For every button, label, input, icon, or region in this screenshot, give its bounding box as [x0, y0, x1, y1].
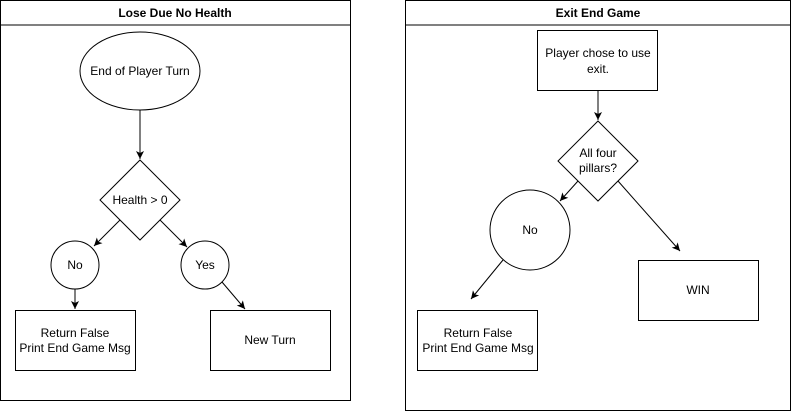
pillars-decision-line1: All four — [579, 146, 616, 160]
left-return-false-line2: Print End Game Msg — [19, 341, 130, 355]
edge-pillars-to-win — [617, 180, 681, 252]
left-return-false-line1: Return False — [41, 326, 110, 340]
right-return-false-line2: Print End Game Msg — [422, 341, 533, 355]
right-panel-title: Exit End Game — [556, 6, 641, 20]
left-yes-node — [180, 240, 230, 290]
edge-pillars-to-no — [559, 180, 579, 202]
new-turn-node — [210, 310, 331, 371]
edge-health-to-no — [93, 219, 121, 247]
end-of-player-turn-label: End of Player Turn — [90, 64, 189, 78]
edge-health-to-yes — [159, 219, 188, 248]
left-panel: Lose Due No Health End of Player Turn He… — [0, 0, 351, 401]
left-return-false-node — [15, 310, 136, 371]
right-no-label: No — [522, 223, 538, 237]
left-panel-title: Lose Due No Health — [118, 6, 231, 20]
player-chose-exit-node — [537, 30, 658, 91]
right-return-false-node — [417, 310, 538, 371]
pillars-decision-line2: pillars? — [579, 161, 617, 175]
right-panel: Exit End Game Player chose to use exit. … — [405, 0, 791, 411]
win-node — [638, 260, 759, 321]
new-turn-label: New Turn — [244, 333, 295, 347]
left-yes-label: Yes — [195, 258, 215, 272]
edge-no-to-return-false-right — [470, 259, 504, 300]
right-no-node — [489, 189, 571, 271]
right-return-false-line1: Return False — [444, 326, 513, 340]
win-label: WIN — [686, 283, 709, 297]
player-chose-exit-line2: exit. — [587, 62, 609, 76]
health-decision-label: Health > 0 — [112, 193, 167, 207]
edge-yes-to-new-turn — [221, 281, 246, 310]
player-chose-exit-line1: Player chose to use — [545, 46, 651, 60]
left-no-label: No — [67, 258, 83, 272]
